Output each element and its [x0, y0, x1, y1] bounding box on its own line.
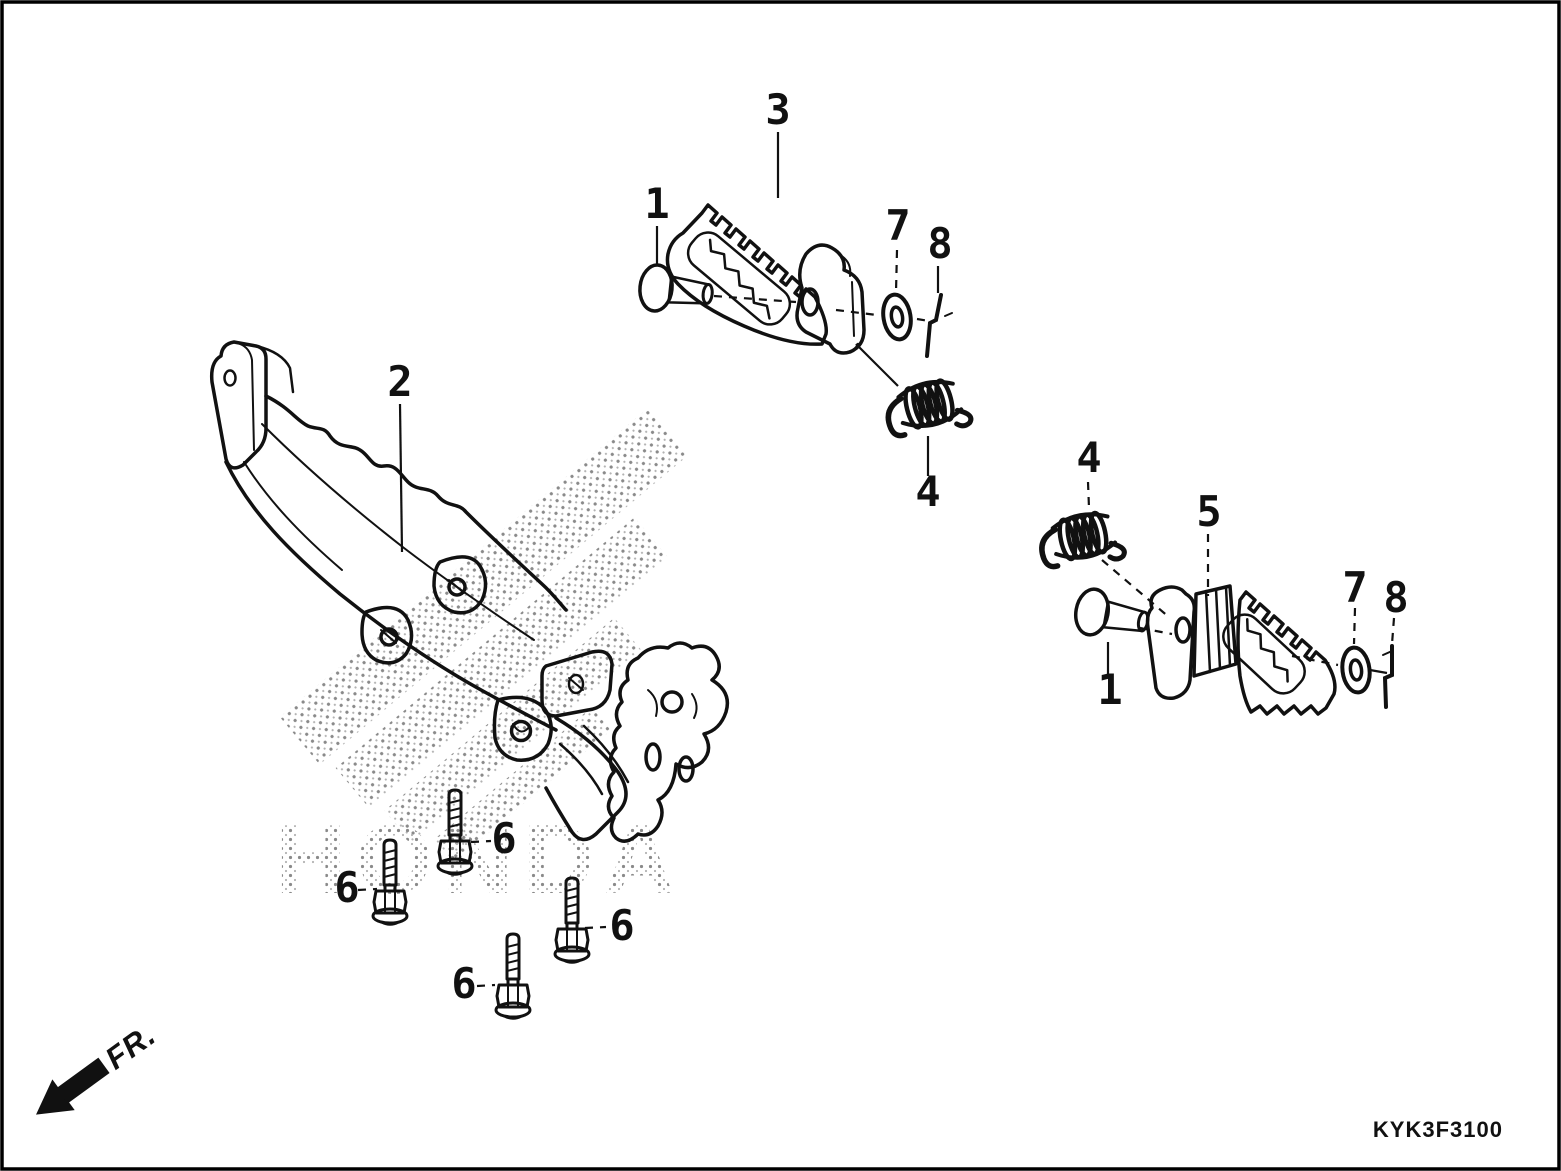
callout-4-spring-left: 4: [915, 467, 940, 516]
callout-2-step-bracket: 2: [387, 357, 412, 406]
callout-8-pin-left: 8: [927, 219, 952, 268]
pin-right: [1382, 644, 1394, 709]
callout-6-flange-bolt-c: 6: [451, 959, 476, 1008]
flange-bolt-c: [494, 932, 532, 1020]
callout-1-pivot-bolt-right: 1: [1097, 665, 1122, 714]
footpeg-left: [665, 203, 866, 355]
callout-7-washer-left: 7: [885, 201, 910, 250]
callout-6-flange-bolt-d: 6: [609, 901, 634, 950]
callout-3-footpeg-left: 3: [765, 85, 790, 134]
front-arrow-icon: [36, 1079, 75, 1115]
front-direction-arrow: FR.: [36, 1017, 162, 1115]
callout-labels: 1 3 7 8 4 2 4 5 7 8 1 6 6 6 6: [334, 85, 1408, 1008]
leader-lines: [357, 132, 1396, 988]
front-marker-label: FR.: [99, 1017, 162, 1076]
footpeg-right: [1145, 584, 1337, 716]
pivot-bolt-right: [1070, 584, 1154, 647]
callout-8-pin-right: 8: [1383, 573, 1408, 622]
callout-4-spring-right: 4: [1076, 433, 1101, 482]
honda-wing-watermark: HONDA: [275, 408, 688, 914]
callout-5-footpeg-right: 5: [1196, 487, 1221, 536]
diagram-code: KYK3F3100: [1373, 1117, 1503, 1142]
callout-6-flange-bolt-a: 6: [334, 863, 359, 912]
washer-left: [878, 290, 916, 344]
spring-right: [1036, 508, 1125, 574]
washer-right: [1337, 644, 1375, 696]
callout-7-washer-right: 7: [1342, 563, 1367, 612]
pivot-bolt-left: [635, 261, 717, 319]
pin-left: [925, 293, 953, 358]
callout-1-pivot-bolt-left: 1: [644, 179, 669, 228]
footpeg-right-assembly: [1036, 508, 1394, 716]
callout-6-flange-bolt-b: 6: [491, 814, 516, 863]
footpeg-left-assembly: [635, 203, 973, 443]
step-bracket: [209, 340, 730, 843]
